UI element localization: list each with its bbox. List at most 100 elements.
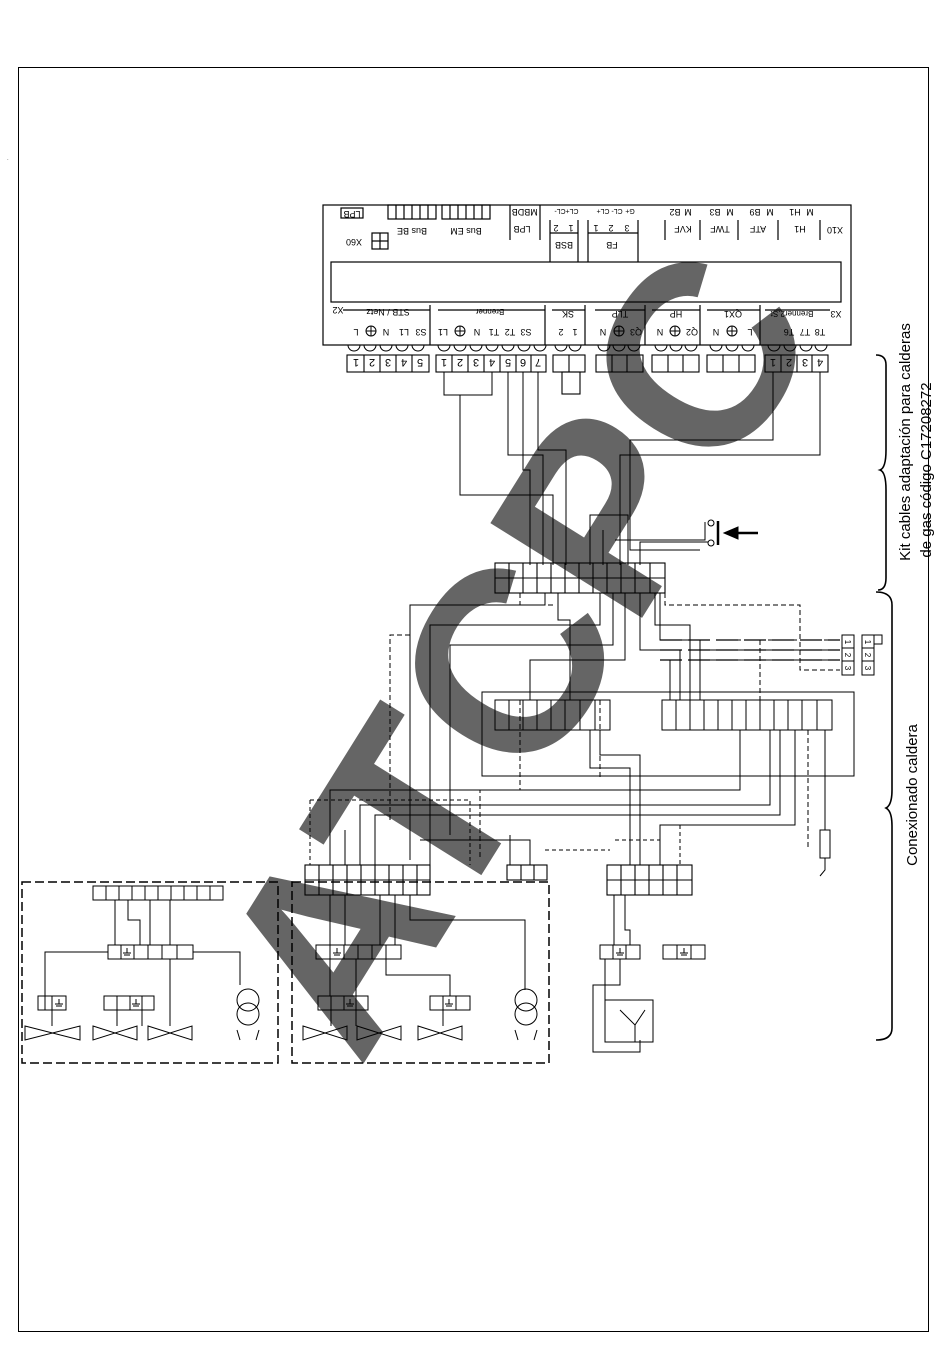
- terminal-t6: T6: [784, 327, 795, 337]
- watermark: ATCPC: [161, 202, 871, 1099]
- right-devices: [592, 895, 706, 1053]
- terminal-s3-netz: S3: [415, 327, 426, 337]
- label-x60: X60: [346, 237, 362, 247]
- braces: [875, 354, 893, 1041]
- terminal-n-netz: N: [383, 327, 390, 337]
- pin-1: 1: [353, 356, 359, 368]
- terminal-l-qx1: L: [747, 327, 752, 337]
- terminal-t8: T8: [815, 327, 826, 337]
- pin-5: 5: [417, 356, 423, 368]
- terminal-l1-brenner: L1: [438, 327, 448, 337]
- terminal-n-tlp: N: [600, 327, 607, 337]
- label-b9: B9: [749, 207, 760, 217]
- label-x3: X3: [830, 309, 841, 319]
- rc-pin-3: 3: [843, 666, 852, 671]
- label-fb-pin2: 2: [608, 223, 613, 233]
- right-connector: [841, 634, 883, 676]
- boiler-label: Conexionado caldera: [904, 723, 921, 865]
- pin-3: 3: [385, 356, 391, 368]
- page-frame: [18, 67, 929, 1332]
- label-stb-netz: STB / Netz: [366, 307, 410, 317]
- dash-dot-wires: [660, 639, 840, 661]
- pin-c1: 1: [770, 356, 776, 368]
- label-mb: MB: [524, 207, 538, 217]
- terminal-t1: T1: [489, 327, 500, 337]
- terminal-loops: [347, 344, 828, 352]
- rc-pin-5: 2: [863, 653, 872, 658]
- label-b2: B2: [669, 207, 680, 217]
- rc-pin-2: 2: [843, 653, 852, 658]
- boiler-block: [481, 691, 855, 777]
- label-fb-pin1: 1: [593, 223, 598, 233]
- boiler-wires: [329, 730, 831, 877]
- label-g-plus: G+: [625, 207, 635, 214]
- label-hp: HP: [670, 309, 683, 319]
- pin-c3: 3: [802, 356, 808, 368]
- lower-strips: [304, 864, 693, 896]
- pin-c4: 4: [817, 356, 823, 368]
- label-lpb-lower: LPB: [513, 224, 530, 234]
- left-box-content: [24, 885, 260, 1041]
- pin-2: 2: [369, 356, 375, 368]
- kit-label-line1: Kit cables adaptación para calderas: [897, 323, 914, 561]
- rc-pin-1: 1: [843, 640, 852, 645]
- terminal-t2: T2: [505, 327, 516, 337]
- boiler-dashed: [309, 799, 681, 865]
- pin-4: 4: [401, 356, 407, 368]
- controller-module: [322, 204, 852, 346]
- pin-c2: 2: [786, 356, 792, 368]
- terminal-strip-middle: [494, 562, 666, 594]
- label-brenner-2st: Brenner2.St: [770, 309, 813, 318]
- terminal-n-qx1: N: [713, 327, 720, 337]
- ground-symbols: [55, 948, 688, 1007]
- label-m-b3: M: [726, 207, 734, 217]
- pin-b2: 2: [457, 356, 463, 368]
- terminal-t7: T7: [800, 327, 811, 337]
- pin-b4: 4: [489, 356, 495, 368]
- kit-label-line2: de gas código C17208272: [918, 382, 935, 557]
- pin-b7: 7: [535, 356, 541, 368]
- plug-pin-numbers: 1 2 3 4 5 1 2 3 4 5 6 7 1 2 3 4: [353, 356, 823, 368]
- label-db: DB: [512, 207, 525, 217]
- label-m-h1: M: [806, 207, 814, 217]
- terminal-l1-netz: L1: [399, 327, 409, 337]
- terminal-s3: S3: [520, 327, 531, 337]
- label-bsb-pin1: 1: [568, 223, 573, 233]
- label-cl-plus-2: CL+: [596, 207, 609, 214]
- label-lpb: LPB: [343, 209, 360, 219]
- label-qx1: QX1: [724, 309, 742, 319]
- label-bus-em: Bus EM: [450, 226, 482, 236]
- label-m-b9: M: [766, 207, 774, 217]
- middle-box-content: [302, 895, 538, 1041]
- label-cl-plus-1: CL+: [565, 207, 578, 214]
- label-sk: SK: [562, 309, 574, 319]
- label-h1-top: H1: [789, 207, 801, 217]
- corner-mark: .: [7, 156, 9, 162]
- pin-b3: 3: [473, 356, 479, 368]
- left-dashed-box: [21, 881, 279, 1064]
- label-kvf: KVF: [674, 224, 692, 234]
- label-atf: ATF: [749, 224, 766, 234]
- terminal-l-netz: L: [353, 327, 358, 337]
- label-x2: X2: [332, 305, 343, 315]
- label-bus-be: Bus BE: [397, 226, 427, 236]
- rc-pin-6: 3: [863, 666, 872, 671]
- plugs: [346, 354, 829, 395]
- label-x10: X10: [827, 225, 843, 235]
- label-cl-minus-1: CL-: [554, 207, 566, 214]
- pin-b1: 1: [441, 356, 447, 368]
- label-bsb: BSB: [555, 240, 573, 250]
- terminal-q2: Q2: [686, 327, 698, 337]
- middle-dashed-box: [291, 881, 550, 1064]
- label-brenner: Brenner: [475, 307, 504, 316]
- label-b3: B3: [709, 207, 720, 217]
- label-fb-pin3: 3: [624, 223, 629, 233]
- label-twf: TWF: [710, 224, 730, 234]
- rc-pin-4: 1: [863, 640, 872, 645]
- terminal-sk-1: 1: [572, 327, 577, 337]
- terminal-n-brenner: N: [474, 327, 481, 337]
- arrow-switch: [707, 519, 758, 547]
- label-h1: H1: [794, 224, 806, 234]
- label-tlp: TLP: [612, 309, 629, 319]
